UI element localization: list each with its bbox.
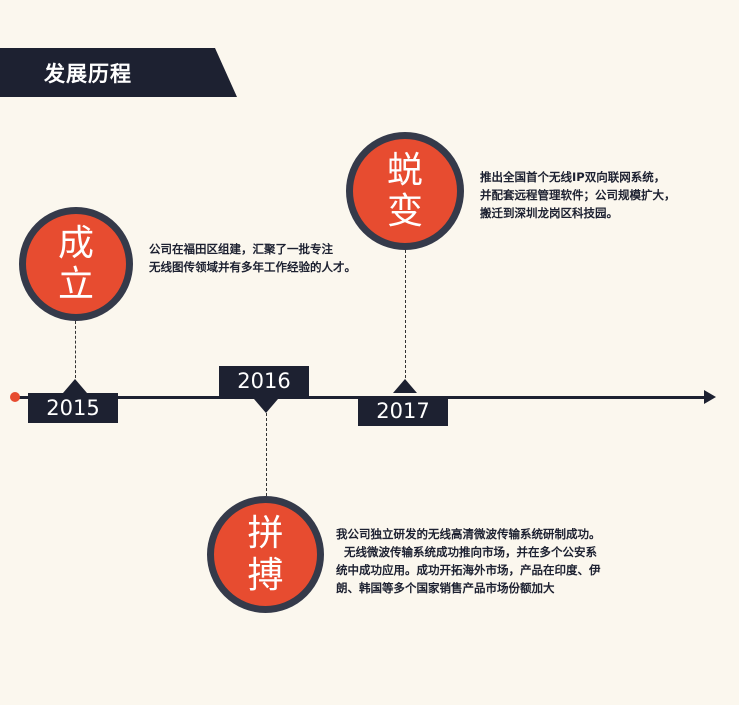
marker-2017 xyxy=(393,379,417,393)
milestone-description-2016: 我公司独立研发的无线高清微波传输系统研制成功。 无线微波传输系统成功推向市场，并… xyxy=(336,527,601,595)
milestone-circle-2017: 蜕 变 xyxy=(346,132,464,250)
milestone-description-2015: 公司在福田区组建，汇聚了一批专注 无线图传领域并有多年工作经验的人才。 xyxy=(149,242,356,274)
milestone-char-2017-1: 蜕 xyxy=(386,149,423,191)
milestone-circle-2016: 拼 搏 xyxy=(207,496,324,613)
milestone-char-2017-2: 变 xyxy=(386,191,423,232)
timeline-start-dot xyxy=(10,392,20,402)
milestone-char-2016-2: 搏 xyxy=(247,554,284,596)
marker-2015 xyxy=(63,379,87,393)
section-title: 发展历程 xyxy=(44,62,132,86)
milestone-description-2017: 推出全国首个无线IP双向联网系统， 并配套远程管理软件；公司规模扩大， 搬迁到深… xyxy=(480,170,676,220)
section-header-banner: 发展历程 xyxy=(0,48,237,97)
marker-2016 xyxy=(254,399,278,413)
year-label-2016: 2016 xyxy=(219,366,309,396)
year-label-2015: 2015 xyxy=(28,393,118,423)
connector-2016 xyxy=(266,413,267,496)
year-label-2017: 2017 xyxy=(358,396,448,426)
timeline-arrow-icon xyxy=(704,390,716,404)
milestone-char-2016-1: 拼 xyxy=(247,513,284,555)
connector-2017 xyxy=(405,250,406,378)
connector-2015 xyxy=(75,321,76,378)
milestone-char-2015-1: 成 xyxy=(57,222,94,264)
milestone-circle-2015: 成 立 xyxy=(19,207,133,321)
milestone-char-2015-2: 立 xyxy=(57,264,94,305)
